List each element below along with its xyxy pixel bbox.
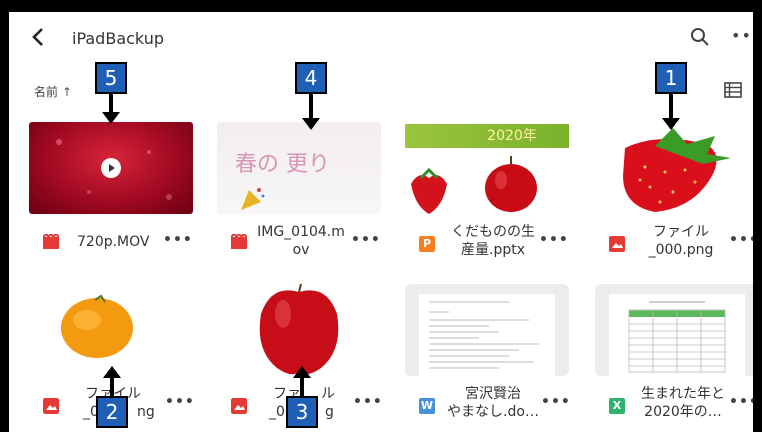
search-icon[interactable] [689, 26, 711, 48]
annotation-badge-3: 3 [286, 396, 318, 428]
strawberry-image [623, 128, 731, 212]
more-options-icon[interactable]: ••• [731, 26, 753, 45]
annotation-badge-2: 2 [96, 396, 128, 428]
file-name-line2-end: ng [137, 404, 155, 420]
file-more-button[interactable]: ••• [163, 232, 193, 248]
file-card-excel[interactable]: X 生まれた年と 2020年の… ••• [595, 284, 756, 432]
file-more-button[interactable]: ••• [729, 394, 756, 410]
list-view-icon[interactable] [724, 82, 742, 98]
file-name-line1: 宮沢賢治 [465, 386, 521, 402]
sort-arrow-icon: ↑ [62, 85, 73, 99]
file-card-720p[interactable]: 720p.MOV ••• [29, 122, 193, 272]
video-overlay-text: 春の 更り [235, 152, 330, 177]
video-file-icon [42, 232, 60, 250]
file-more-button[interactable]: ••• [165, 394, 195, 410]
fruit-images [411, 156, 537, 214]
file-name-line2-end: g [325, 404, 334, 420]
bubbles-decoration [56, 139, 172, 200]
file-more-button[interactable]: ••• [729, 232, 756, 248]
play-icon[interactable] [101, 158, 121, 178]
video-file-icon [230, 232, 248, 250]
slide-title-bar: 2020年 [405, 124, 569, 148]
file-card-word[interactable]: W 宮沢賢治 やまなし.do… ••• [405, 284, 571, 432]
file-name-line2: 2020年の… [644, 404, 722, 420]
file-name-line2-start: _0 [83, 404, 99, 420]
file-name: ファイル _000.png [635, 223, 727, 259]
document-thumbnail[interactable] [405, 284, 569, 376]
image-thumbnail[interactable] [217, 284, 381, 376]
document-text-lines [429, 301, 539, 369]
annotation-badge-4: 4 [295, 62, 327, 94]
annotation-arrow-5 [109, 94, 113, 114]
file-card-orange[interactable]: ファイル _0 ng ••• [29, 284, 195, 432]
image-file-icon [231, 398, 247, 414]
file-name-line2: やまなし.do… [447, 404, 539, 420]
app-window: iPadBackup ••• 名前↑ 720p.MOV ••• 春の 更り [6, 9, 756, 432]
file-card-apple[interactable]: ファ ル _00 g ••• [217, 284, 383, 432]
file-name-line2: 産量.pptx [461, 242, 525, 258]
annotation-arrowhead-5 [102, 112, 120, 124]
file-name: くだものの生 産量.pptx [445, 223, 541, 259]
file-name-line1: ファイル [653, 224, 709, 240]
file-name-line1-end: ル [321, 386, 335, 402]
annotation-arrowhead-3 [293, 366, 311, 378]
video-thumbnail[interactable]: 春の 更り [217, 122, 381, 214]
annotation-badge-5: 5 [95, 62, 127, 94]
annotation-badge-1: 1 [655, 62, 687, 94]
file-more-button[interactable]: ••• [539, 232, 569, 248]
annotation-arrowhead-4 [302, 118, 320, 130]
spreadsheet-grid [628, 301, 726, 373]
annotation-arrow-2 [110, 376, 114, 396]
sort-label: 名前 [34, 85, 59, 99]
slide-title: 2020年 [487, 128, 537, 144]
folder-title: iPadBackup [72, 29, 164, 48]
apple-image [259, 284, 339, 375]
word-file-icon: W [419, 398, 435, 414]
spreadsheet-thumbnail[interactable] [595, 284, 753, 376]
image-thumbnail[interactable] [595, 122, 753, 214]
file-name: IMG_0104.m ov [255, 223, 347, 259]
annotation-arrow-3 [300, 376, 304, 396]
annotation-arrowhead-2 [103, 366, 121, 378]
file-name: 720p.MOV [77, 234, 150, 250]
document-page [419, 294, 555, 376]
party-popper-icon [241, 188, 265, 210]
file-card-pptx[interactable]: 2020年 P くだものの生 産量.pptx ••• [405, 122, 569, 272]
file-more-button[interactable]: ••• [351, 232, 381, 248]
image-thumbnail[interactable] [29, 284, 193, 376]
image-file-icon [609, 236, 625, 252]
file-name-line1: 生まれた年と [641, 386, 725, 402]
file-more-button[interactable]: ••• [353, 394, 383, 410]
orange-image [61, 294, 133, 358]
top-bar: iPadBackup ••• [9, 12, 753, 64]
image-file-icon [43, 398, 59, 414]
file-more-button[interactable]: ••• [541, 394, 571, 410]
file-name: 生まれた年と 2020年の… [635, 385, 731, 421]
file-name-line2: _000.png [648, 242, 714, 258]
file-name-line2: ov [292, 242, 310, 258]
file-name-line1: くだものの生 [451, 224, 535, 240]
excel-file-icon: X [609, 398, 625, 414]
file-name-line1: IMG_0104.m [257, 224, 345, 240]
back-arrow-icon[interactable] [29, 26, 49, 48]
spreadsheet-page [609, 294, 745, 376]
annotation-arrow-1 [669, 94, 673, 120]
annotation-arrow-4 [309, 94, 313, 120]
video-thumbnail[interactable] [29, 122, 193, 214]
file-card-strawberry[interactable]: ファイル _000.png ••• [595, 122, 756, 272]
file-card-img0104[interactable]: 春の 更り IMG_0104.m ov ••• [217, 122, 381, 272]
sort-control[interactable]: 名前↑ [34, 83, 72, 100]
annotation-arrowhead-1 [662, 118, 680, 130]
file-name: 宮沢賢治 やまなし.do… [445, 385, 541, 421]
pptx-file-icon: P [419, 236, 435, 252]
pptx-thumbnail[interactable]: 2020年 [405, 122, 569, 214]
